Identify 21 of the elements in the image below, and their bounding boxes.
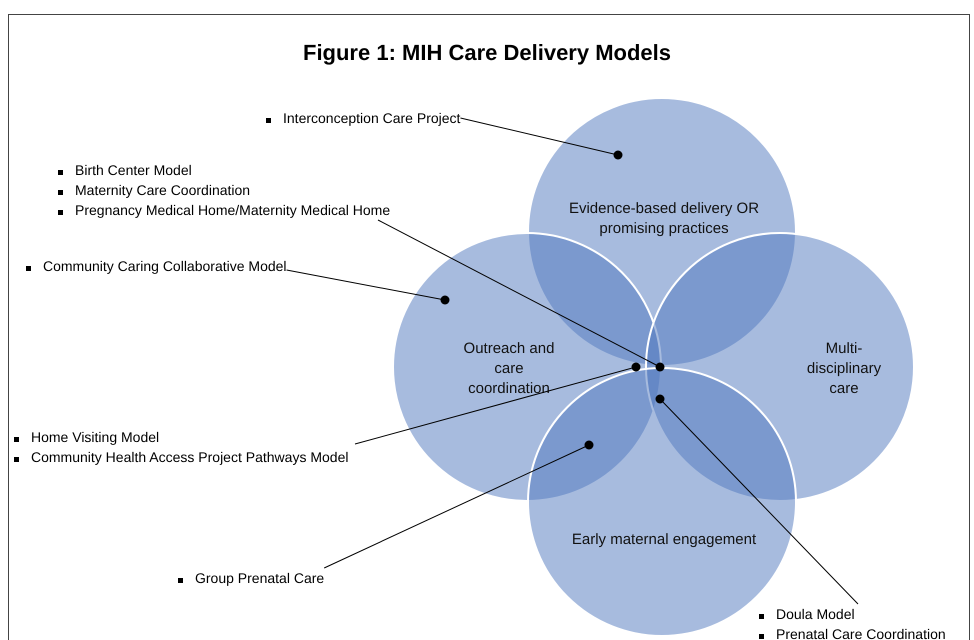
circle-label: Multi-disciplinary care [806, 339, 882, 399]
leader-line [378, 220, 664, 372]
leader-line [324, 440, 594, 568]
leader-line [354, 362, 640, 444]
list-item: Community Health Access Project Pathways Model [31, 448, 348, 467]
list-item: Pregnancy Medical Home/Maternity Medical Home [75, 201, 390, 220]
list-item: Birth Center Model [75, 161, 192, 180]
list-item: Doula Model [776, 605, 855, 624]
list-item: Prenatal Care Coordination [776, 625, 946, 640]
list-item: Home Visiting Model [31, 428, 160, 447]
figure-title: Figure 1: MIH Care Delivery Models [302, 40, 672, 66]
circle-label: Early maternal engagement [570, 530, 758, 550]
leader-line [460, 118, 622, 160]
list-item: Group Prenatal Care [195, 569, 324, 588]
list-item: Community Caring Collaborative Model [43, 257, 287, 276]
list-item: Interconception Care Project [283, 109, 460, 128]
list-item: Maternity Care Coordination [75, 181, 250, 200]
circle-label: Outreach and care coordination [462, 339, 556, 399]
leader-line [286, 270, 450, 304]
circle-label: Evidence-based delivery OR promising practices [568, 199, 760, 239]
leader-line [656, 394, 858, 604]
